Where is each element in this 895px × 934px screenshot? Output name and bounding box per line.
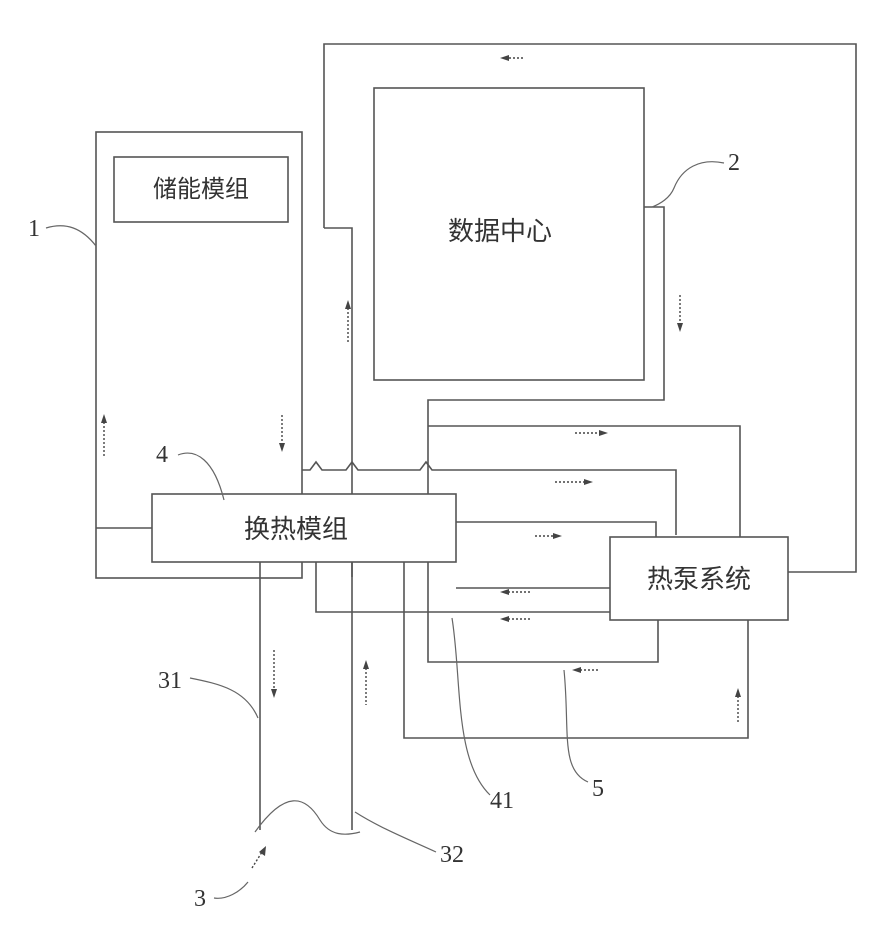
reference-numeral-41: 41 [490,788,514,814]
flow-arrow-pipe-32-head [363,660,369,669]
flow-arrow-data-center-out-head [677,323,683,332]
reference-numeral-31: 31 [158,668,182,694]
leader-line-1 [46,226,96,246]
reference-numeral-4: 4 [156,442,168,468]
leader-line-32 [355,812,436,852]
reference-numeral-3: 3 [194,886,206,912]
reference-numeral-5: 5 [592,776,604,802]
leader-line-3 [214,882,248,898]
flow-arrow-source-head [259,846,266,856]
leader-line-31 [190,678,258,718]
source-break-line [255,801,360,834]
flow-arrow-pipe-31-head [271,689,277,698]
flow-arrow-top-head [500,55,509,61]
flow-arrow-pipe-426-head [599,430,608,436]
leader-line-5 [564,670,588,782]
flow-arrow-pipe-522-head [553,533,562,539]
flow-arrow-pipe-470-head [584,479,593,485]
energy-storage-module-label: 储能模组 [153,175,249,203]
reference-numeral-1: 1 [28,216,40,242]
flow-arrow-pipe-662-head [572,667,581,673]
reference-numeral-32: 32 [440,842,464,868]
flow-arrow-source [252,852,262,868]
flow-arrow-pipe-588-head [500,589,509,595]
flow-arrow-pump-up-head [735,688,741,697]
reference-numeral-2: 2 [728,150,740,176]
heat-exchange-module-label: 换热模组 [244,515,348,545]
flow-arrow-data-center-in-head [345,300,351,309]
flow-arrow-pipe-612-head [500,616,509,622]
heat-pump-system-label: 热泵系统 [647,565,751,595]
data-center-label: 数据中心 [448,217,552,247]
leader-line-2 [652,162,724,207]
leader-line-41 [452,618,490,795]
pump-return-pipe-upper [316,562,610,612]
